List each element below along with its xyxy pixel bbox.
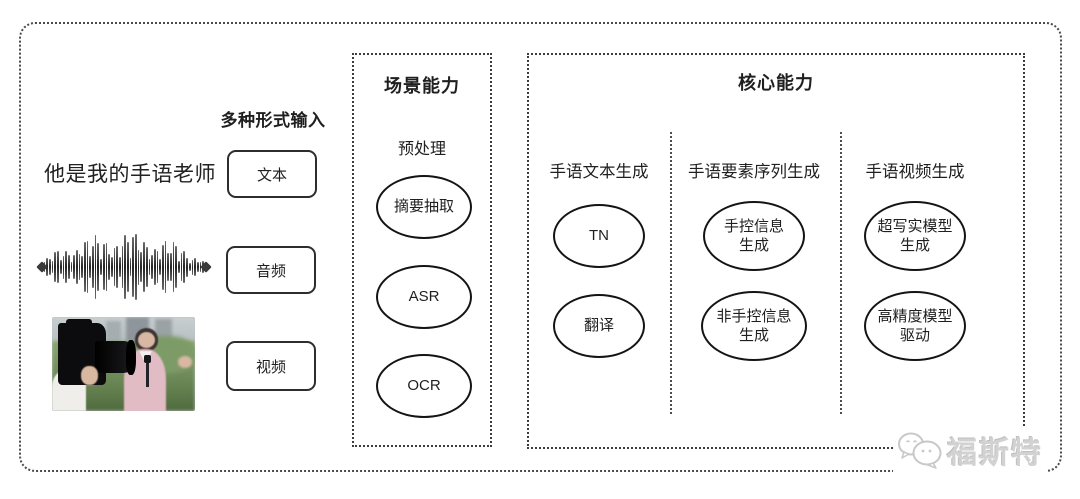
- waveform-bar: [156, 251, 159, 283]
- waveform-bar: [102, 244, 105, 290]
- waveform-bar: [92, 246, 94, 288]
- node-summary-extraction: 摘要抽取: [376, 175, 472, 239]
- column-header-video-generation: 手语视频生成: [865, 163, 965, 181]
- waveform-bar: [105, 243, 108, 291]
- video-thumbnail-image: [52, 317, 195, 411]
- waveform-bar: [143, 241, 145, 293]
- waveform-bar: [116, 246, 118, 288]
- chat-bubbles-icon: [898, 432, 942, 469]
- waveform-bar: [196, 262, 199, 272]
- waveform-bar: [67, 254, 70, 280]
- waveform-bar: [49, 259, 51, 275]
- core-capability-box: 核心能力 手语文本生成 手语要素序列生成 手语视频生成 TN 翻译 手控信息 生…: [527, 53, 1025, 449]
- waveform-bar: [140, 251, 143, 283]
- waveform-bar: [188, 262, 191, 272]
- audio-waveform-icon: [36, 231, 212, 303]
- watermark: 福斯特: [893, 428, 1047, 472]
- video-input-label: 视频: [255, 358, 286, 376]
- waveform-bar: [108, 254, 110, 280]
- column-header-element-sequence-generation: 手语要素序列生成: [688, 163, 820, 181]
- waveform-bar: [148, 259, 151, 275]
- column-header-text-generation: 手语文本生成: [549, 163, 649, 181]
- watermark-text: 福斯特: [947, 437, 1043, 470]
- scene-box-title: 场景能力: [384, 76, 460, 96]
- waveform-bar: [84, 241, 86, 293]
- waveform-bar: [54, 251, 57, 283]
- scene-capability-box: 场景能力 预处理 摘要抽取 ASR OCR: [352, 53, 492, 447]
- text-input-label: 文本: [256, 166, 287, 184]
- node-tn: TN: [553, 204, 645, 268]
- column-divider: [670, 132, 672, 414]
- waveform-bar: [121, 246, 124, 288]
- waveform-bar: [65, 250, 67, 284]
- waveform-bar: [110, 256, 113, 278]
- waveform-bar: [113, 248, 116, 286]
- audio-input-box: 音频: [226, 246, 316, 294]
- waveform-bar: [183, 250, 186, 284]
- waveform-bar: [164, 241, 167, 293]
- waveform-bar: [167, 252, 169, 282]
- waveform-bar: [81, 255, 83, 279]
- node-manual-info-generation: 手控信息 生成: [703, 201, 805, 271]
- waveform-bar: [194, 258, 196, 276]
- photo-cameraman-hand: [80, 365, 98, 385]
- waveform-bar: [57, 251, 59, 283]
- photo-microphone: [143, 354, 151, 364]
- waveform-bar: [73, 255, 75, 279]
- waveform-bar: [59, 259, 62, 275]
- waveform-bar: [51, 260, 54, 274]
- node-hyperreal-model-generation: 超写实模型 生成: [864, 201, 966, 271]
- waveform-bar: [100, 259, 102, 275]
- waveform-bar: [137, 249, 140, 285]
- waveform-bar: [159, 258, 161, 276]
- waveform-bar: [172, 242, 175, 292]
- waveform-bar: [153, 248, 156, 286]
- waveform-bar: [175, 246, 178, 288]
- waveform-bar: [94, 235, 97, 299]
- photo-reporter-face: [137, 332, 155, 348]
- waveform-bar: [97, 243, 100, 291]
- photo-reporter-hand: [177, 356, 193, 368]
- waveform-bar: [62, 255, 65, 279]
- audio-input-label: 音频: [255, 262, 286, 280]
- waveform-bar: [145, 246, 148, 288]
- waveform-bar: [180, 252, 183, 282]
- core-box-title: 核心能力: [738, 73, 814, 93]
- column-divider: [840, 132, 842, 414]
- waveform-bar: [191, 259, 194, 275]
- waveform-bar: [78, 254, 81, 280]
- node-non-manual-info-generation: 非手控信息 生成: [701, 291, 807, 361]
- node-asr: ASR: [376, 265, 472, 329]
- waveform-bar: [132, 237, 135, 297]
- waveform-bar: [86, 240, 89, 294]
- video-input-box: 视频: [226, 341, 316, 391]
- waveform-bar: [127, 241, 129, 293]
- waveform-bar: [75, 250, 78, 284]
- waveform-bar: [186, 257, 188, 277]
- node-high-precision-model-driving: 高精度模型 驱动: [864, 291, 966, 361]
- sample-sentence-text: 他是我的手语老师: [44, 163, 216, 186]
- node-ocr: OCR: [376, 354, 472, 418]
- photo-camera-lens-ring: [126, 339, 137, 376]
- input-section-header: 多种形式输入: [220, 111, 326, 130]
- photo-microphone-stick: [145, 362, 150, 387]
- waveform-bar: [89, 255, 92, 279]
- waveform-bar: [151, 255, 153, 279]
- outer-dotted-border: [19, 22, 1062, 472]
- waveform-bar: [178, 260, 180, 274]
- waveform-bar: [70, 262, 73, 272]
- preprocess-label: 预处理: [397, 141, 446, 158]
- waveform-bar: [129, 257, 132, 277]
- waveform-bar: [135, 234, 137, 300]
- waveform-bar: [161, 244, 164, 290]
- text-input-box: 文本: [227, 150, 317, 198]
- waveform-bar: [118, 256, 121, 278]
- node-translation: 翻译: [553, 294, 645, 358]
- waveform-bar: [124, 234, 126, 300]
- photo-building: [106, 320, 121, 344]
- waveform-bar: [170, 252, 172, 282]
